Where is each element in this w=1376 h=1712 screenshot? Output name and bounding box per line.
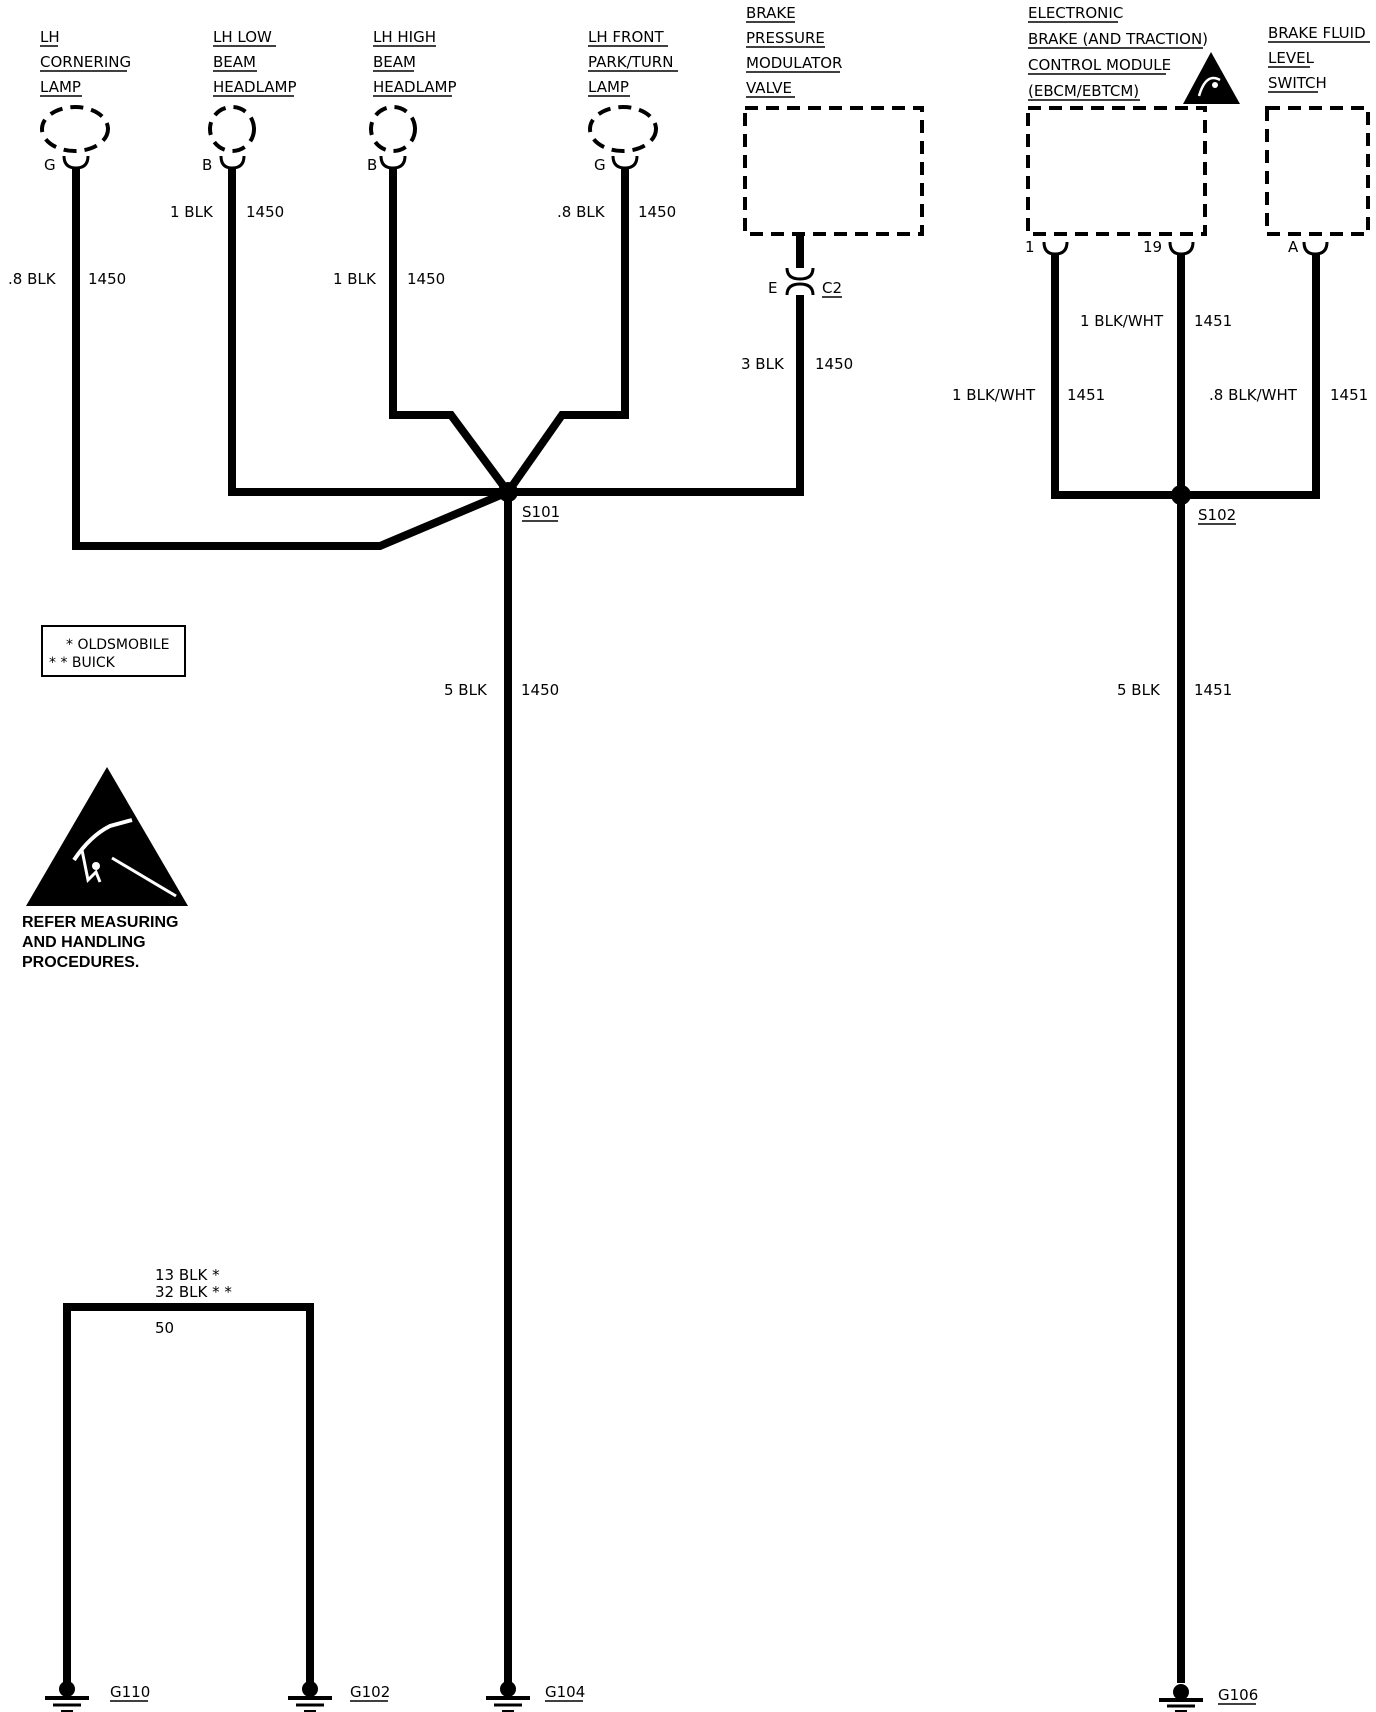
pin-label-high-beam: B: [367, 156, 377, 174]
wire-circuit-s101-main: 1450: [521, 681, 559, 699]
wire-circuit-modulator: 1450: [815, 355, 853, 373]
splice-s102-label: S102: [1198, 506, 1236, 524]
wire-size-cornering: .8 BLK: [8, 270, 57, 288]
connector-label-c2: C2: [822, 279, 842, 297]
wire-circuit-high-beam: 1450: [407, 270, 445, 288]
svg-text:BRAKE: BRAKE: [746, 4, 796, 22]
pin-label-fluid-switch: A: [1288, 238, 1299, 256]
legend-oldsmobile: * OLDSMOBILE: [66, 637, 169, 653]
wire-size-ebcm-pin19: 1 BLK/WHT: [1080, 312, 1164, 330]
svg-text:REFER MEASURING: REFER MEASURING: [22, 914, 178, 931]
svg-text:PARK/TURN: PARK/TURN: [588, 53, 673, 71]
lh-cornering-lamp-label: LH CORNERING LAMP: [40, 28, 131, 97]
svg-text:LEVEL: LEVEL: [1268, 49, 1315, 67]
svg-text:(EBCM/EBTCM): (EBCM/EBTCM): [1028, 82, 1139, 100]
wire-size-low-beam: 1 BLK: [170, 203, 214, 221]
brake-modulator-box: [743, 106, 924, 236]
svg-text:LH FRONT: LH FRONT: [588, 28, 664, 46]
svg-text:BEAM: BEAM: [373, 53, 416, 71]
wire-circuit-s102-main: 1451: [1194, 681, 1232, 699]
pin-label-park-turn: G: [594, 156, 606, 174]
wire-labels: .8 BLK 1450 1 BLK 1450 1 BLK 1450 .8 BLK…: [8, 203, 1368, 1337]
brake-fluid-switch-box: [1265, 106, 1370, 236]
wire-size-fluid-switch: .8 BLK/WHT: [1209, 386, 1298, 404]
wire-size-park-turn: .8 BLK: [557, 203, 606, 221]
svg-text:LH HIGH: LH HIGH: [373, 28, 436, 46]
splice-s101: [498, 482, 518, 502]
svg-text:HEADLAMP: HEADLAMP: [213, 78, 297, 96]
ground-g110-label: G110: [110, 1683, 150, 1701]
pin-label-low-beam: B: [202, 156, 212, 174]
circuit-1450-wires: [72, 168, 804, 1683]
wire-size-s101-main: 5 BLK: [444, 681, 488, 699]
wire-circuit-fluid-switch: 1451: [1330, 386, 1368, 404]
svg-text:BRAKE (AND TRACTION): BRAKE (AND TRACTION): [1028, 30, 1208, 48]
ebcm-label: ELECTRONIC BRAKE (AND TRACTION) CONTROL …: [1028, 4, 1208, 101]
ground-g106: [1159, 1684, 1203, 1712]
svg-text:BEAM: BEAM: [213, 53, 256, 71]
svg-text:CONTROL MODULE: CONTROL MODULE: [1028, 56, 1171, 74]
wire-size-modulator: 3 BLK: [741, 355, 785, 373]
ground-g104: [486, 1681, 530, 1712]
circuit-1451-wires: [1051, 254, 1320, 1683]
svg-text:PROCEDURES.: PROCEDURES.: [22, 954, 139, 971]
wire-size-high-beam: 1 BLK: [333, 270, 377, 288]
svg-text:PRESSURE: PRESSURE: [746, 29, 825, 47]
wire-circuit-strap: 50: [155, 1319, 174, 1337]
ground-g110: [45, 1681, 89, 1712]
pin-label-ebcm-19: 19: [1143, 238, 1162, 256]
ground-g104-label: G104: [545, 1683, 585, 1701]
svg-text:CORNERING: CORNERING: [40, 53, 131, 71]
svg-text:LH LOW: LH LOW: [213, 28, 272, 46]
lh-front-park-turn-lamp-label: LH FRONT PARK/TURN LAMP: [588, 28, 678, 97]
wire-circuit-ebcm-pin1: 1451: [1067, 386, 1105, 404]
svg-text:LAMP: LAMP: [40, 78, 81, 96]
svg-text:SWITCH: SWITCH: [1268, 74, 1327, 92]
svg-text:LAMP: LAMP: [588, 78, 629, 96]
wire-circuit-park-turn: 1450: [638, 203, 676, 221]
ground-g102-label: G102: [350, 1683, 390, 1701]
lh-low-beam-headlamp-label: LH LOW BEAM HEADLAMP: [213, 28, 297, 97]
wire-circuit-cornering: 1450: [88, 270, 126, 288]
splice-s101-label: S101: [522, 503, 560, 521]
ebcm-box: [1026, 106, 1207, 236]
lh-cornering-lamp-symbol: [40, 105, 110, 153]
svg-text:LH: LH: [40, 28, 60, 46]
lh-high-beam-headlamp-symbol: [369, 105, 417, 153]
wire-size-ebcm-pin1: 1 BLK/WHT: [952, 386, 1036, 404]
ground-strap-wire: [63, 1303, 314, 1683]
ground-g106-label: G106: [1218, 1686, 1258, 1704]
wire-size-s102-main: 5 BLK: [1117, 681, 1161, 699]
legend-box: * OLDSMOBILE * * BUICK: [41, 625, 186, 677]
svg-text:ELECTRONIC: ELECTRONIC: [1028, 4, 1123, 22]
wire-circuit-ebcm-pin19: 1451: [1194, 312, 1232, 330]
svg-text:BRAKE FLUID: BRAKE FLUID: [1268, 24, 1366, 42]
svg-text:HEADLAMP: HEADLAMP: [373, 78, 457, 96]
wire-circuit-low-beam: 1450: [246, 203, 284, 221]
pin-label-cornering: G: [44, 156, 56, 174]
svg-text:MODULATOR: MODULATOR: [746, 54, 842, 72]
wire-size-strap-oldsmobile: 13 BLK *: [155, 1266, 220, 1284]
lh-low-beam-headlamp-symbol: [208, 105, 256, 153]
splice-s102: [1171, 485, 1191, 505]
pin-label-ebcm-1: 1: [1025, 238, 1035, 256]
brake-fluid-level-switch-label: BRAKE FLUID LEVEL SWITCH: [1268, 24, 1370, 93]
svg-text:AND HANDLING: AND HANDLING: [22, 934, 146, 951]
esd-note: REFER MEASURING AND HANDLING PROCEDURES.: [22, 914, 178, 971]
ground-g102: [288, 1681, 332, 1712]
terminal-cups: [62, 155, 1329, 296]
esd-hand-warning-icon: [26, 767, 188, 906]
pin-label-modulator: E: [768, 279, 777, 297]
legend-buick: * * BUICK: [49, 655, 116, 671]
lh-front-park-turn-lamp-symbol: [588, 105, 658, 153]
wire-size-strap-buick: 32 BLK * *: [155, 1283, 232, 1301]
brake-pressure-modulator-valve-label: BRAKE PRESSURE MODULATOR VALVE: [746, 4, 842, 98]
svg-text:VALVE: VALVE: [746, 79, 792, 97]
esd-warning-icon: [1183, 52, 1240, 104]
lh-high-beam-headlamp-label: LH HIGH BEAM HEADLAMP: [373, 28, 457, 97]
